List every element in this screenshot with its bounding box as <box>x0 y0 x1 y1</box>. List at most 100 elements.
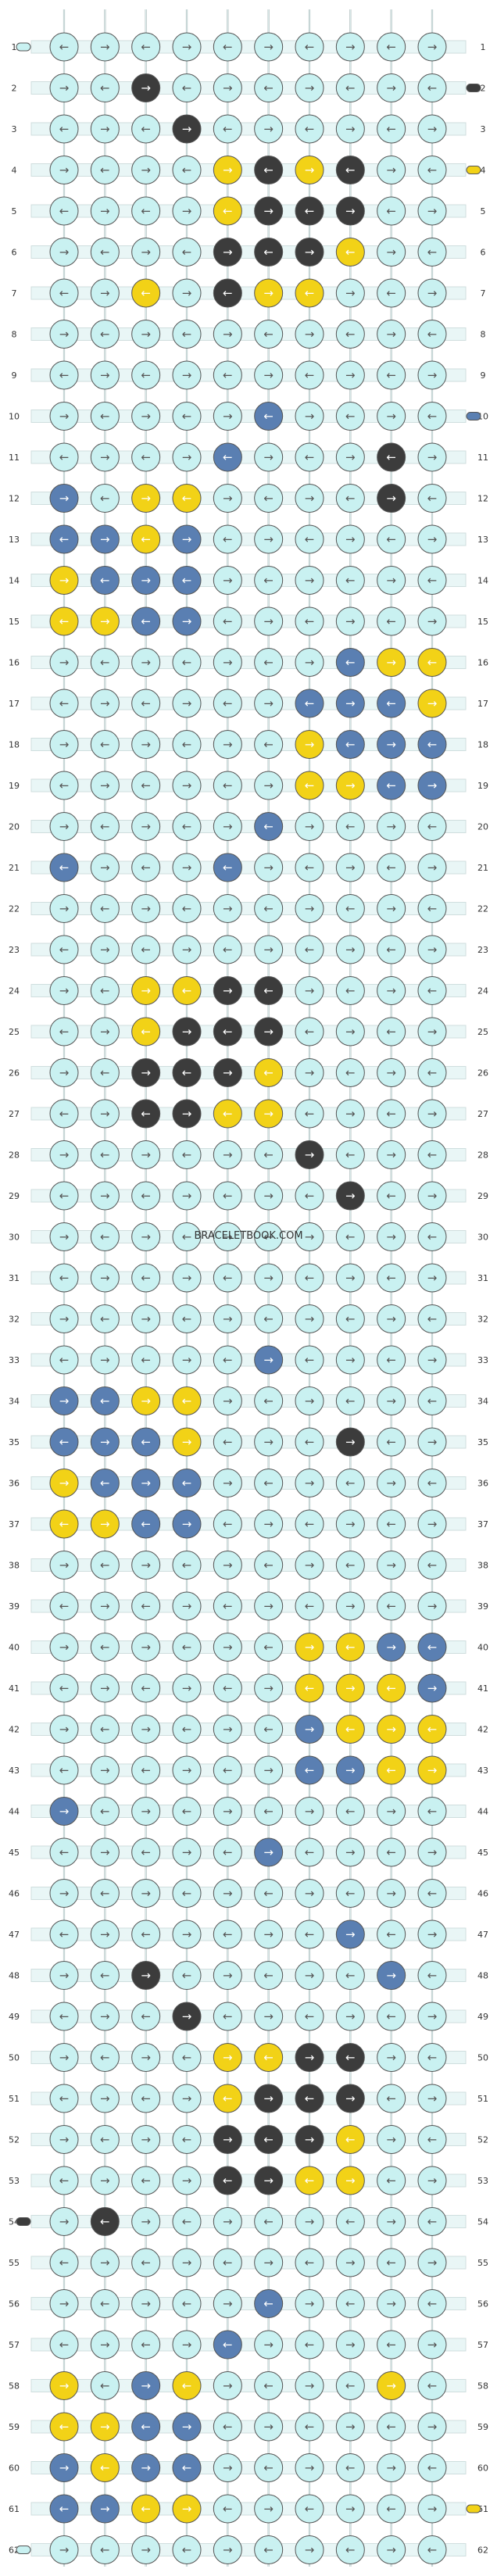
knot-light <box>377 1304 406 1333</box>
knot-arrow-icon: → <box>427 40 438 54</box>
knot-arrow-icon: → <box>386 2133 396 2147</box>
knot-blue <box>417 730 447 759</box>
knot-light <box>213 1837 242 1867</box>
knot-yellow <box>131 524 161 554</box>
knot-arrow-icon: ← <box>263 574 274 588</box>
knot-light <box>417 2412 447 2442</box>
knot-arrow-icon: ← <box>386 1271 396 1285</box>
knot-arrow-icon: → <box>59 574 70 588</box>
knot-light <box>49 1879 79 1908</box>
knot-light <box>131 196 161 226</box>
knot-arrow-icon: → <box>141 1476 151 1490</box>
knot-light <box>49 648 79 677</box>
knot-light <box>377 1427 406 1457</box>
knot-light <box>49 156 79 184</box>
knot-blue <box>49 1797 79 1826</box>
knot-arrow-icon: ← <box>223 2174 233 2188</box>
knot-light <box>417 524 447 554</box>
knot-arrow-icon: → <box>59 81 70 95</box>
knot-arrow-icon: → <box>305 1887 315 1901</box>
knot-light <box>213 1879 242 1908</box>
knot-arrow-icon: ← <box>427 81 438 95</box>
knot-dark <box>213 238 242 267</box>
knot-arrow-icon: → <box>345 1271 356 1285</box>
knot-light <box>335 524 365 554</box>
knot-arrow-icon: → <box>141 1723 151 1737</box>
knot-light <box>90 2371 120 2400</box>
knot-light <box>295 2453 324 2482</box>
knot-light <box>295 2494 324 2524</box>
knot-light <box>295 2330 324 2360</box>
row-number-right: 20 <box>477 822 488 832</box>
string-end-marker <box>466 166 481 174</box>
knot-arrow-icon: → <box>182 778 192 792</box>
knot-arrow-icon: → <box>141 2051 151 2065</box>
knot-arrow-icon: → <box>182 2256 192 2270</box>
knot-arrow-icon: ← <box>427 1066 438 1080</box>
row-number-left: 15 <box>9 617 20 627</box>
row-number-right: 42 <box>477 1725 488 1735</box>
knot-arrow-icon: → <box>100 2502 110 2516</box>
knot-light <box>213 2412 242 2442</box>
knot-arrow-icon: → <box>100 1025 110 1039</box>
knot-yellow <box>90 606 120 636</box>
knot-arrow-icon: → <box>182 122 192 136</box>
knot-light <box>90 278 120 308</box>
knot-light <box>417 935 447 964</box>
knot-light <box>254 1181 284 1211</box>
knot-arrow-icon: ← <box>141 286 151 300</box>
row-number-right: 28 <box>477 1150 488 1161</box>
knot-arrow-icon: → <box>305 902 315 916</box>
knot-light <box>417 1797 447 1826</box>
knot-blue <box>131 606 161 636</box>
knot-light <box>213 1140 242 1169</box>
knot-arrow-icon: ← <box>223 1189 233 1203</box>
row-number-right: 8 <box>481 330 486 340</box>
knot-arrow-icon: → <box>427 1107 438 1121</box>
knot-light <box>131 2330 161 2360</box>
knot-blue <box>131 1427 161 1457</box>
knot-arrow-icon: → <box>59 2215 70 2229</box>
knot-light <box>213 2535 242 2564</box>
knot-light <box>335 1140 365 1169</box>
knot-light <box>335 32 365 62</box>
knot-arrow-icon: ← <box>345 1394 356 1408</box>
knot-yellow <box>254 2043 284 2072</box>
knot-light <box>131 1551 161 1580</box>
knot-arrow-icon: ← <box>386 2009 396 2023</box>
knot-arrow-icon: → <box>263 2420 274 2434</box>
row-number-right: 19 <box>477 781 488 791</box>
knot-arrow-icon: ← <box>182 1476 192 1490</box>
knot-blue <box>335 1755 365 1785</box>
knot-arrow-icon: ← <box>141 1517 151 1531</box>
row-number-left: 1 <box>12 42 17 52</box>
knot-arrow-icon: → <box>100 122 110 136</box>
knot-light <box>213 1961 242 1990</box>
knot-arrow-icon: ← <box>223 1927 233 1941</box>
knot-light <box>377 1919 406 1949</box>
knot-arrow-icon: → <box>305 245 315 259</box>
knot-light <box>377 1058 406 1087</box>
knot-arrow-icon: ← <box>100 2461 110 2475</box>
knot-light <box>172 1879 202 1908</box>
knot-light <box>417 1837 447 1867</box>
knot-light <box>90 1837 120 1867</box>
knot-arrow-icon: → <box>305 492 315 506</box>
knot-arrow-icon: ← <box>263 2297 274 2311</box>
knot-light <box>377 2248 406 2277</box>
row-number-left: 4 <box>12 166 17 176</box>
knot-arrow-icon: ← <box>223 1763 233 1777</box>
knot-arrow-icon: ← <box>427 574 438 588</box>
knot-light <box>49 320 79 349</box>
knot-yellow <box>335 2166 365 2195</box>
knot-yellow <box>377 648 406 677</box>
knot-light <box>131 689 161 718</box>
knot-light <box>295 2002 324 2031</box>
knot-yellow <box>213 2043 242 2072</box>
knot-light <box>49 1099 79 1129</box>
knot-arrow-icon: → <box>141 327 151 342</box>
knot-arrow-icon: → <box>141 574 151 588</box>
knot-arrow-icon: → <box>59 410 70 424</box>
knot-light <box>90 1099 120 1129</box>
row-number-right: 25 <box>477 1027 488 1037</box>
